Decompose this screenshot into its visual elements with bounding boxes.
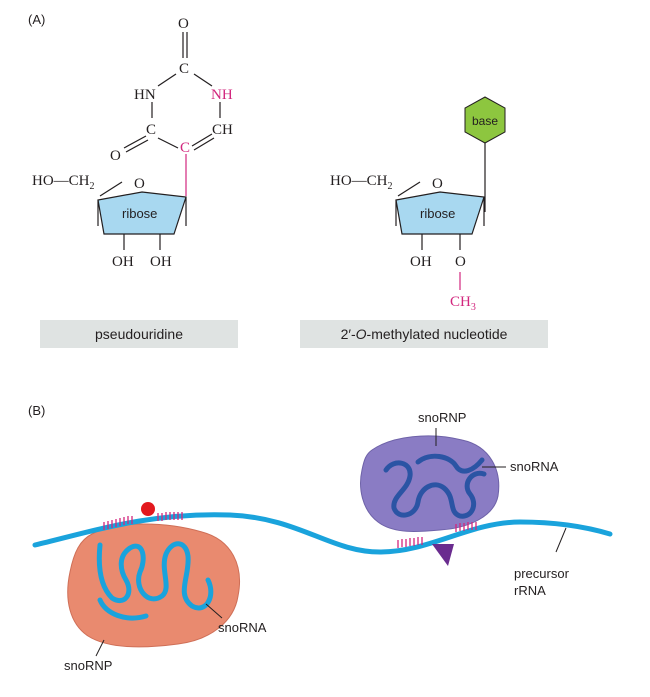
atom-hn: HN [134, 87, 156, 103]
snorna-purple-strand [383, 460, 487, 519]
atom-ch3: CH3 [450, 294, 476, 313]
label-rrna: rRNA [514, 583, 546, 598]
snorna-red-tail [97, 597, 149, 621]
atom-oh-methyl: OH [410, 254, 432, 270]
base-label: base [472, 114, 498, 128]
pseudouridine-caption: pseudouridine [95, 326, 183, 342]
ribose-ring-methylated [395, 191, 485, 235]
snorna-red-strand [96, 541, 214, 611]
label-snornp-top: snoRNP [418, 410, 466, 425]
atom-nh: NH [211, 87, 233, 103]
methylated-caption-box [300, 320, 548, 348]
atom-o-ring: O [134, 176, 145, 192]
snorna-purple-loop [415, 453, 485, 474]
bond-c-nh [193, 73, 213, 87]
snornp-red-blob [67, 523, 240, 648]
atom-c-left: C [146, 122, 156, 138]
atom-o-top: O [178, 16, 189, 32]
atom-ho-ch2: HO—CH2 [32, 173, 95, 192]
pseudouridine-structure: O C HN NH C CH C O HO—CH2 O ribose OH OH [32, 16, 233, 270]
atom-o-methyl: O [455, 254, 466, 270]
atom-c-top: C [179, 61, 189, 77]
bond-c-o-left-2 [125, 139, 149, 153]
label-snorna-top: snoRNA [510, 459, 559, 474]
ribose-label-pseudouridine: ribose [122, 206, 157, 221]
methylation-site-marker [432, 544, 454, 566]
panel-a-label: (A) [28, 12, 45, 27]
pseudouridine-caption-box [40, 320, 238, 348]
atom-ho-ch2-methyl: HO—CH2 [330, 173, 393, 192]
ribose-label-methylated: ribose [420, 206, 455, 221]
label-precursor: precursor [514, 566, 570, 581]
bond-c-o-left-1 [123, 135, 147, 149]
bond-c-hn [157, 73, 177, 87]
atom-ch: CH [212, 122, 233, 138]
label-snornp-bottom: snoRNP [64, 658, 112, 673]
bond-c-cpink [157, 137, 179, 149]
precursor-rrna-strand [32, 512, 613, 555]
label-snorna-bottom: snoRNA [218, 620, 267, 635]
atom-oh-2: OH [150, 254, 172, 270]
bond-cpink-ch-1 [191, 133, 213, 147]
bond-cpink-ch-2 [193, 137, 215, 151]
methylated-caption: 2′-O-methylated nucleotide [341, 326, 508, 342]
ribose-ring-pseudouridine [97, 191, 187, 235]
bond-ch2-c4-methyl [397, 181, 421, 197]
atom-o-left: O [110, 148, 121, 164]
pairing-ticks-left [103, 512, 183, 530]
panel-b-label: (B) [28, 403, 45, 418]
leader-precursor [555, 527, 567, 553]
pseudouridylation-site-dot [141, 502, 155, 516]
atom-oh-1: OH [112, 254, 134, 270]
leader-snorna-bottom [205, 603, 223, 619]
bond-ch2-c4 [99, 181, 123, 197]
atom-c-pink: C [180, 140, 190, 156]
pairing-ticks-right [397, 522, 477, 548]
leader-snornp-bottom [95, 639, 105, 657]
atom-o-ring-methyl: O [432, 176, 443, 192]
methylated-nucleotide-structure: base HO—CH2 O ribose OH O CH3 [330, 96, 506, 313]
